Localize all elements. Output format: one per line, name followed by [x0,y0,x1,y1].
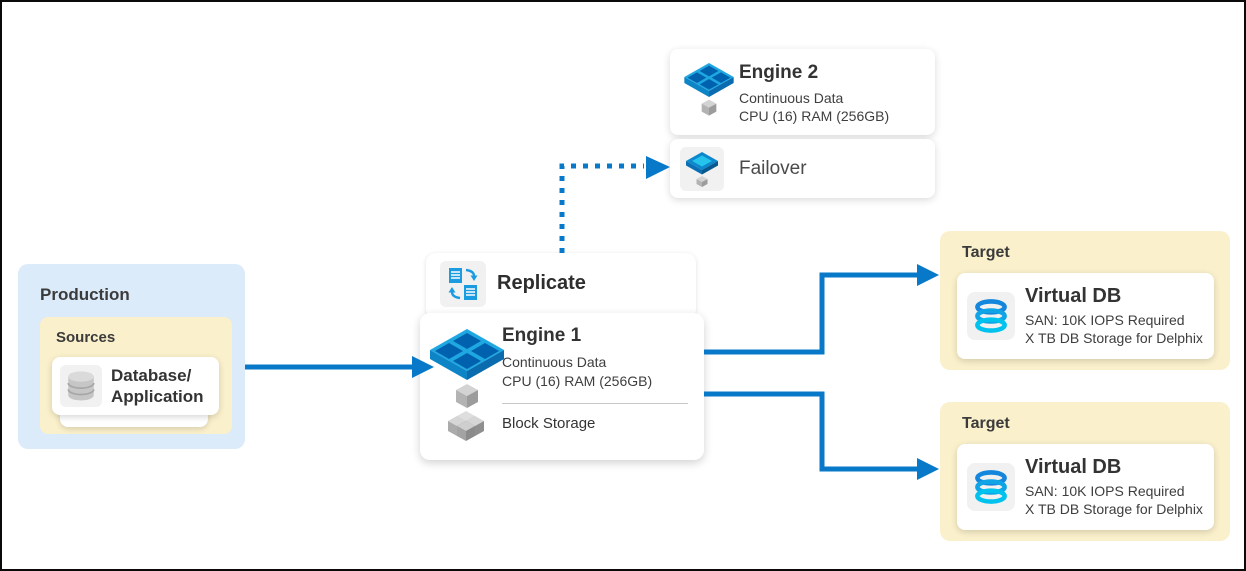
block-storage-label: Block Storage [502,415,596,432]
engine2-card: Engine 2 Continuous Data CPU (16) RAM (2… [670,49,935,135]
sources-title: Sources [56,329,116,346]
virtual-db-icon [967,292,1015,340]
arrow-production-to-engine1 [245,356,434,378]
target1-group: Target Virtual DB SAN: 10K IOPS Required… [940,231,1230,370]
target2-title: Target [962,415,1010,432]
engine2-subtitle1: Continuous Data [739,90,844,106]
arrow-engine1-to-target2 [704,391,939,480]
virtual-db-card-1: Virtual DB SAN: 10K IOPS Required X TB D… [957,273,1214,359]
arrow-engine1-to-target1 [704,264,939,355]
target1-title: Target [962,244,1010,261]
virtual-db-line2: X TB DB Storage for Delphix [1025,330,1203,346]
virtual-db-line1: SAN: 10K IOPS Required [1025,483,1185,499]
virtual-db-line2: X TB DB Storage for Delphix [1025,501,1203,517]
replicate-icon [440,261,486,307]
production-group: Production Sources Database/ Application [18,264,245,449]
replicate-card: Replicate [426,253,696,319]
target2-group: Target Virtual DB SAN: 10K IOPS Required… [940,402,1230,541]
block-storage-icon [444,406,488,451]
divider [502,403,688,404]
engine2-icon [683,61,735,122]
virtual-db-line1: SAN: 10K IOPS Required [1025,312,1185,328]
engine2-title: Engine 2 [739,62,819,83]
virtual-db-title: Virtual DB [1025,285,1122,307]
database-application-card: Database/ Application [52,357,219,415]
database-application-label: Database/ Application [111,366,204,406]
database-icon [60,365,102,407]
replicate-label: Replicate [497,272,586,294]
failover-icon [680,146,724,191]
engine1-subtitle1: Continuous Data [502,354,607,370]
sources-group: Sources Database/ Application [40,317,232,434]
engine1-subtitle2: CPU (16) RAM (256GB) [502,373,653,389]
arrow-replicate-to-failover-dotted [559,156,670,253]
engine1-card: Engine 1 Continuous Data CPU (16) RAM (2… [420,313,704,460]
virtual-db-title: Virtual DB [1025,456,1122,478]
engine2-subtitle2: CPU (16) RAM (256GB) [739,108,890,124]
engine1-icon [428,326,506,415]
failover-card: Failover [670,139,935,198]
virtual-db-icon [967,463,1015,511]
production-title: Production [40,285,130,304]
engine1-title: Engine 1 [502,325,582,346]
failover-label: Failover [739,157,807,179]
virtual-db-card-2: Virtual DB SAN: 10K IOPS Required X TB D… [957,444,1214,530]
